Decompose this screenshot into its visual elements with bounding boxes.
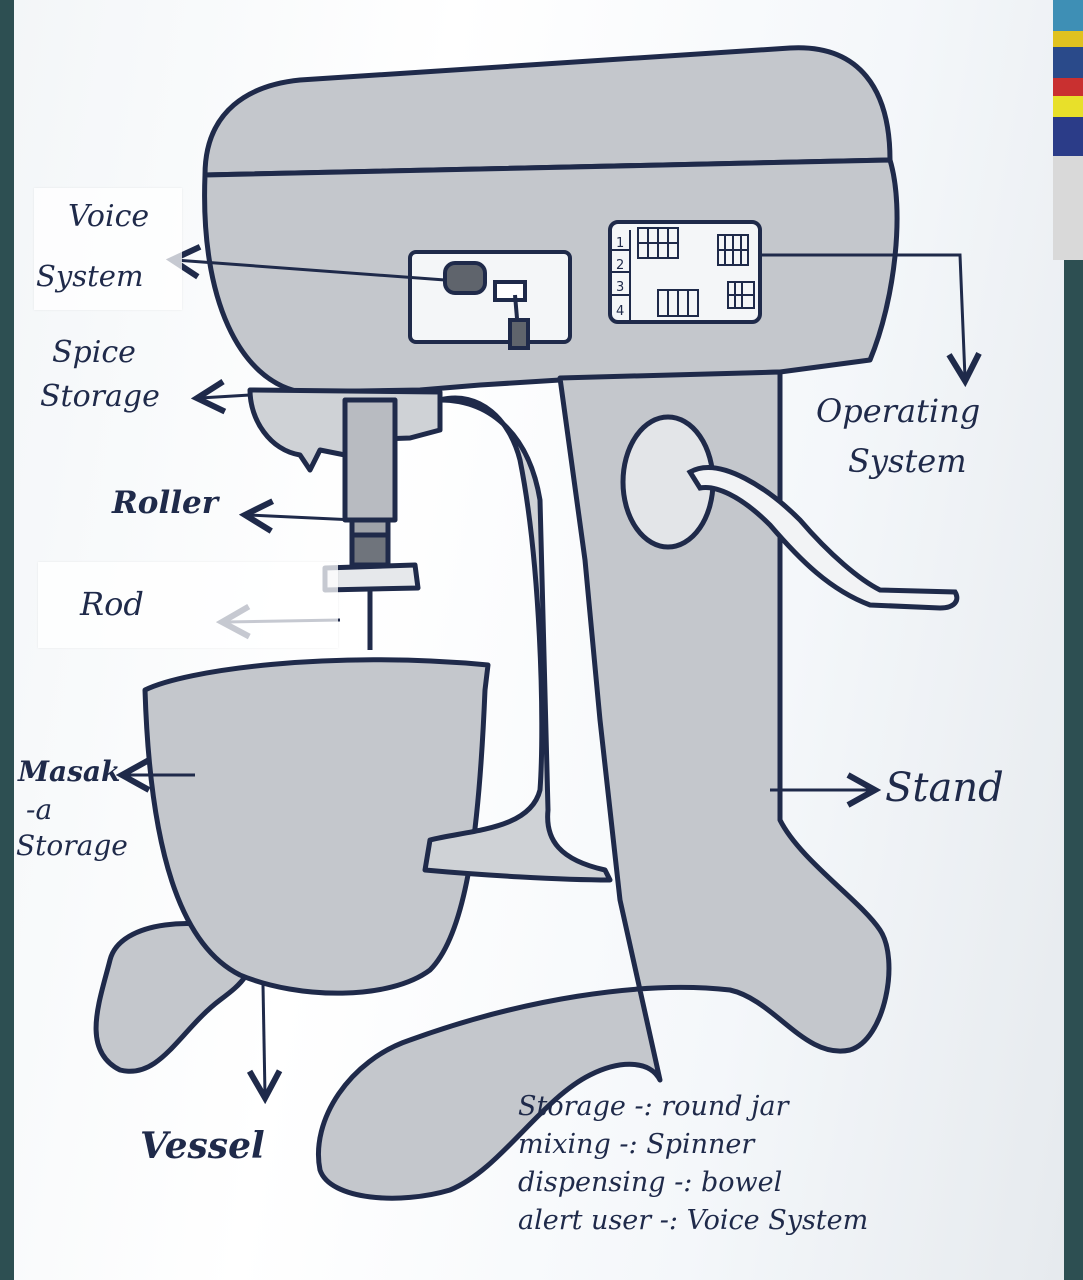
key-3: 3 <box>616 280 624 295</box>
lever-handle <box>510 320 528 348</box>
control-panel <box>410 252 570 342</box>
note-row: alert user -: Voice System <box>518 1202 868 1240</box>
label-stand: Stand <box>885 768 1004 808</box>
label-masala: Masak <box>18 758 120 786</box>
label-operating-system: System <box>848 445 967 477</box>
spice-arrow <box>200 395 250 398</box>
key-2: 2 <box>616 258 624 273</box>
label-operating: Operating <box>816 395 980 427</box>
label-system: System <box>36 262 143 291</box>
label-spice-storage: Storage <box>40 382 160 412</box>
key-4: 4 <box>616 304 624 319</box>
lever-slot <box>495 282 525 300</box>
label-voice: Voice <box>68 202 149 232</box>
mixer-paddle <box>325 565 418 590</box>
key-1: 1 <box>616 236 624 251</box>
label-vessel: Vessel <box>140 1128 265 1164</box>
notes-list: Storage -: round jar mixing -: Spinner d… <box>518 1088 868 1240</box>
note-row: mixing -: Spinner <box>518 1126 868 1164</box>
label-spice: Spice <box>52 338 136 368</box>
knob <box>445 263 485 293</box>
label-rod: Rod <box>80 588 144 620</box>
label-masala-a: -a <box>26 796 52 824</box>
roller-arrow <box>248 515 355 520</box>
roller-head <box>352 535 388 565</box>
label-roller: Roller <box>112 488 218 519</box>
roller-shaft <box>345 400 395 520</box>
note-row: Storage -: round jar <box>518 1088 868 1126</box>
mixer-head-top <box>205 48 890 175</box>
vessel-arrow <box>263 985 265 1095</box>
note-row: dispensing -: bowel <box>518 1164 868 1202</box>
label-masala-storage: Storage <box>16 832 128 860</box>
